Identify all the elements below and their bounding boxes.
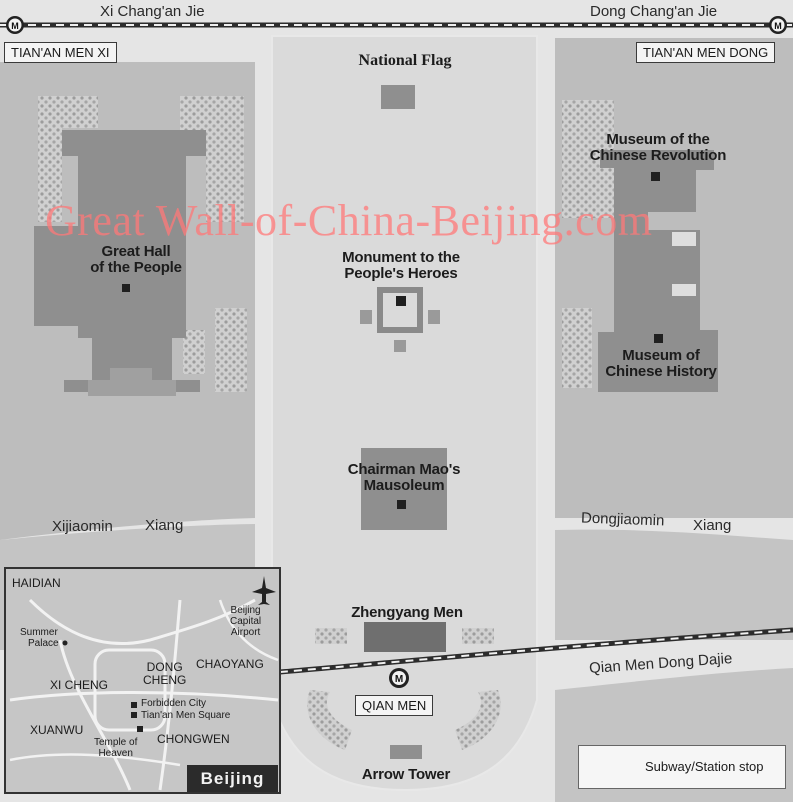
station-tianan-men-dong[interactable]: TIAN'AN MEN DONG	[636, 42, 776, 63]
west-block-south	[0, 480, 255, 540]
museum-courtyard-b	[672, 284, 696, 296]
label-zhengyang-men: Zhengyang Men	[351, 604, 463, 621]
road-xiang-west: Xiang	[145, 517, 184, 534]
inset-label-xuanwu: XUANWU	[30, 723, 84, 737]
label-great-hall-line2: of the People	[90, 258, 182, 276]
inset-label-chongwen: CHONGWEN	[157, 732, 230, 746]
east-lower-block	[555, 529, 793, 640]
inset-label-forbidden-city: Forbidden City	[141, 698, 207, 709]
airport-icon	[252, 576, 276, 605]
subway-station-marker-qianmen[interactable]: M	[389, 668, 409, 688]
location-markers	[122, 172, 663, 509]
svg-text:M: M	[11, 21, 19, 31]
road-dong-changan-jie: Dong Chang'an Jie	[590, 3, 718, 20]
monument-platform	[360, 287, 440, 352]
inset-label-haidian: HAIDIAN	[12, 576, 61, 590]
inset-label-chaoyang: CHAOYANG	[196, 657, 264, 671]
label-national-flag: National Flag	[358, 52, 452, 69]
label-museum-chinese-history: Museum of Chinese History	[605, 348, 716, 380]
national-museum-building	[598, 150, 718, 392]
label-great-hall: Great Hall of the People	[90, 244, 182, 276]
arrow-tower-building	[390, 745, 422, 759]
label-museum-revolution-line1: Museum of the	[606, 131, 710, 148]
label-museum-chinese-revolution: Museum of the Chinese Revolution	[589, 131, 727, 164]
svg-text:M: M	[395, 674, 403, 685]
inset-label-xicheng: XI CHENG	[50, 678, 109, 692]
station-qian-men[interactable]: QIAN MEN	[355, 695, 434, 716]
label-mausoleum-line1: Chairman Mao's	[347, 461, 461, 478]
inset-summer-line2: Palace	[28, 638, 59, 649]
label-monument: Monument to the People's Heroes	[342, 250, 460, 282]
buildings	[34, 85, 718, 759]
watermark: Great Wall-of-China-Beijing.com	[45, 196, 653, 245]
inset-airport-line3: Airport	[230, 627, 261, 638]
station-tianan-men-xi[interactable]: TIAN'AN MEN XI	[4, 42, 117, 63]
square-plaza	[271, 35, 538, 792]
inset-summer-line1: Summer	[20, 627, 58, 638]
inset-label-temple-of-heaven: Temple of Heaven	[94, 737, 137, 759]
tree-areas	[38, 96, 614, 750]
zhengyang-men-gate	[364, 622, 446, 652]
inset-label-dongcheng: DONG CHENG	[143, 660, 187, 688]
great-hall-of-the-people	[34, 130, 206, 392]
label-museum-revolution-line2: Chinese Revolution	[589, 146, 727, 164]
national-flag-plinth	[381, 85, 415, 109]
inset-airport-line2: Capital	[230, 616, 262, 627]
inset-dong-line2: CHENG	[143, 673, 187, 688]
label-museum-history-line1: Museum of	[622, 347, 700, 364]
inset-temple-line1: Temple of	[94, 737, 138, 748]
subway-station-marker-xi[interactable]: M	[6, 16, 24, 34]
label-arrow-tower: Arrow Tower	[361, 766, 451, 783]
inset-temple-line2: Heaven	[98, 748, 133, 759]
legend-label: Subway/Station stop	[645, 759, 764, 774]
label-mausoleum-line2: Mausoleum	[363, 476, 445, 494]
great-hall-entrance	[88, 368, 176, 396]
road-dongjiaomin: Dongjiaomin	[580, 509, 665, 530]
chairman-maos-mausoleum	[361, 448, 447, 530]
inset-airport-line1: Beijing	[230, 605, 261, 616]
inset-label-tianan-men-square: Tian'an Men Square	[141, 710, 231, 721]
road-xijiaomin: Xijiaomin	[52, 518, 113, 535]
road-xi-changan-jie: Xi Chang'an Jie	[100, 3, 205, 20]
museum-courtyard-a	[672, 232, 696, 246]
inset-dong-line1: DONG	[146, 660, 183, 674]
svg-text:M: M	[774, 21, 782, 31]
road-xiang-east: Xiang	[693, 517, 732, 534]
inset-city-title: Beijing	[187, 765, 278, 792]
label-monument-line1: Monument to the	[342, 249, 460, 266]
inset-label-summer-palace: Summer Palace	[20, 627, 59, 649]
label-museum-history-line2: Chinese History	[605, 362, 717, 380]
railways	[0, 22, 793, 675]
label-monument-line2: People's Heroes	[344, 264, 458, 282]
map-legend: Subway/Station stop	[578, 745, 786, 789]
label-mausoleum: Chairman Mao's Mausoleum	[347, 461, 461, 494]
subway-station-marker-dong[interactable]: M	[769, 16, 787, 34]
label-great-hall-line1: Great Hall	[101, 243, 171, 260]
inset-map	[4, 567, 281, 794]
inset-label-airport: Beijing Capital Airport	[230, 605, 261, 638]
